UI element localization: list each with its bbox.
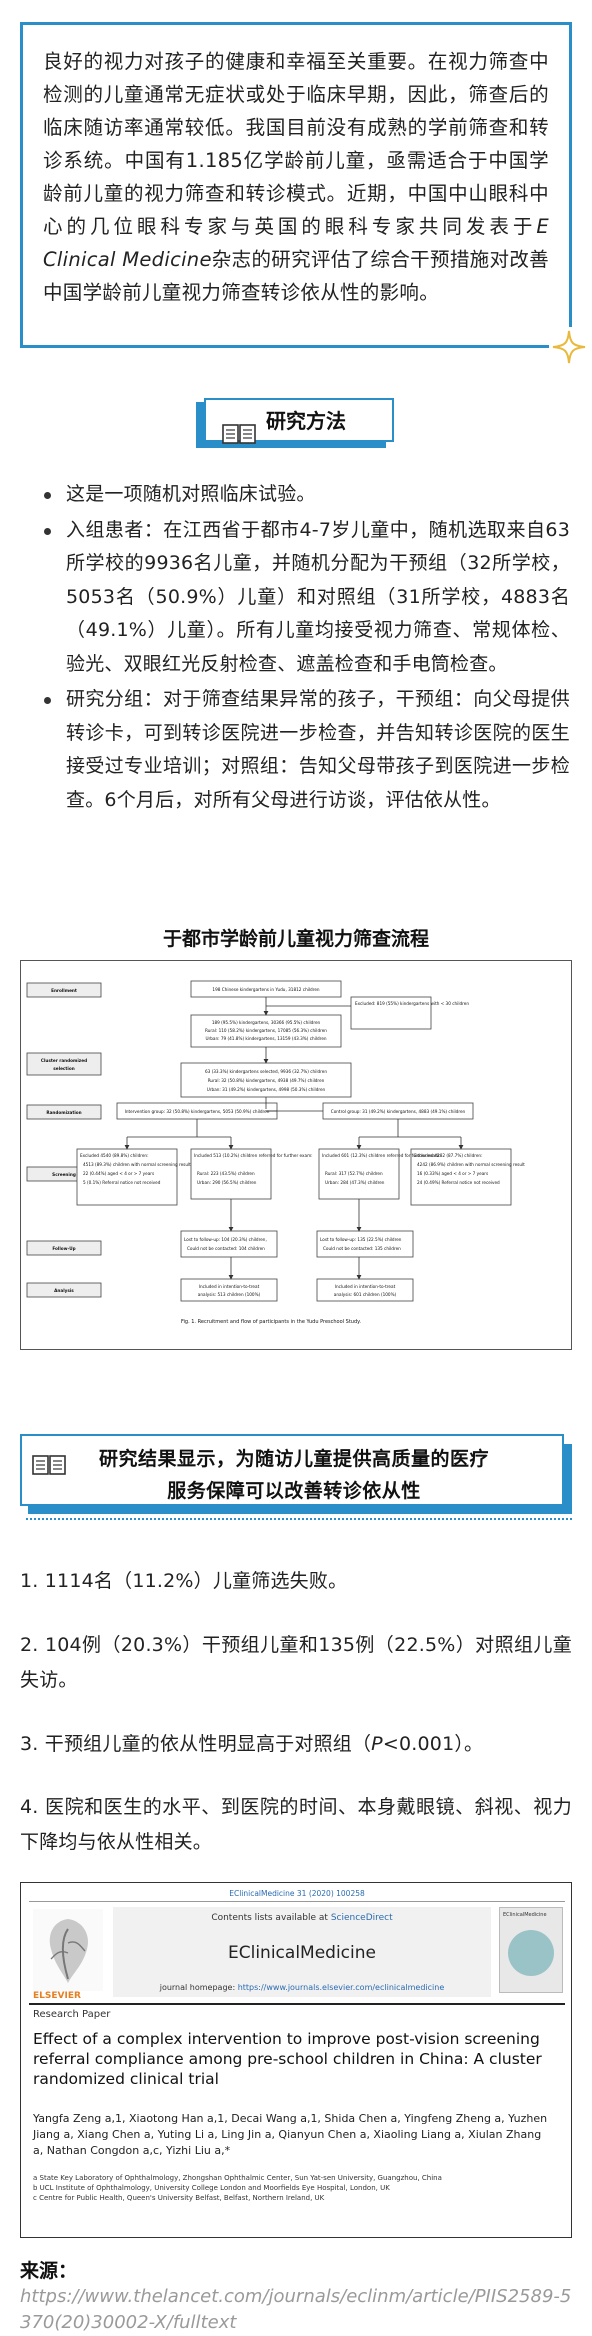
section-title-line: 研究结果显示，为随访儿童提供高质量的医疗 bbox=[98, 1448, 489, 1470]
svg-text:Rural: 110 (58.2%) kindergarte: Rural: 110 (58.2%) kindergartens, 17085 … bbox=[205, 1028, 327, 1033]
book-icon bbox=[32, 1455, 66, 1475]
stage-label: Enrollment bbox=[51, 988, 77, 993]
journal-cover: EClinicalMedicine bbox=[499, 1907, 563, 1993]
svg-text:Rural: 317 (52.7%) children: Rural: 317 (52.7%) children bbox=[325, 1171, 383, 1176]
result-3: 3. 干预组儿童的依从性明显高于对照组（P<0.001）。 bbox=[20, 1733, 484, 1755]
stage-label: selection bbox=[53, 1066, 74, 1071]
stage-label: Randomization bbox=[46, 1110, 81, 1115]
figure-note: Fig. 1. Recruitment and flow of particip… bbox=[181, 1319, 361, 1325]
svg-text:4513 (89.3%) children with nor: 4513 (89.3%) children with normal screen… bbox=[83, 1162, 191, 1167]
journal-name: E Clinical Medicine bbox=[43, 215, 549, 271]
svg-text:Lost to follow-up: 135 (22.5%): Lost to follow-up: 135 (22.5%) children bbox=[320, 1237, 402, 1242]
methods-list: 这是一项随机对照临床试验。 入组患者：在江西省于都市4-7岁儿童中，随机选取来自… bbox=[40, 478, 570, 817]
paper-title: Effect of a complex intervention to impr… bbox=[33, 2030, 542, 2088]
paper-affiliations: a State Key Laboratory of Ophthalmology,… bbox=[33, 2174, 442, 2202]
intro-box: 良好的视力对孩子的健康和幸福至关重要。在视力筛查中检测的儿童通常无症状或处于临床… bbox=[20, 22, 589, 367]
book-icon bbox=[222, 424, 256, 444]
flowchart: Enrollment Cluster randomized selection … bbox=[26, 980, 525, 1325]
list-item: 研究分组：对于筛查结果异常的孩子，干预组：向父母提供转诊卡，可到转诊医院进一步检… bbox=[40, 683, 570, 817]
publisher-name: ELSEVIER bbox=[33, 1991, 81, 2001]
stage-label: Cluster randomized bbox=[41, 1058, 87, 1063]
svg-text:4242 (86.9%) children with nor: 4242 (86.9%) children with normal screen… bbox=[417, 1162, 525, 1167]
svg-text:Could not be contacted: 135 ch: Could not be contacted: 135 children bbox=[323, 1246, 401, 1251]
sparkle-icon bbox=[549, 327, 589, 367]
result-2: 2. 104例（20.3%）干预组儿童和135例（22.5%）对照组儿童失访。 bbox=[20, 1634, 572, 1691]
stage-label: Follow-Up bbox=[52, 1246, 75, 1251]
intro-text: 良好的视力对孩子的健康和幸福至关重要。在视力筛查中检测的儿童通常无症状或处于临床… bbox=[43, 50, 549, 304]
svg-text:63 (33.3%) kindergartens selec: 63 (33.3%) kindergartens selected, 9936 … bbox=[205, 1069, 327, 1074]
paper-doi: EClinicalMedicine 31 (2020) 100258 bbox=[229, 1889, 365, 1898]
svg-text:Included in intention-to-treat: Included in intention-to-treat bbox=[199, 1284, 260, 1289]
svg-text:Urban: 31 (49.2%) kindergarten: Urban: 31 (49.2%) kindergartens, 4998 (5… bbox=[207, 1087, 326, 1092]
svg-text:Urban: 79 (41.8%) kindergarten: Urban: 79 (41.8%) kindergartens, 13159 (… bbox=[205, 1036, 326, 1041]
section-title-line: 服务保障可以改善转诊依从性 bbox=[167, 1480, 421, 1502]
list-item: 这是一项随机对照临床试验。 bbox=[40, 478, 570, 512]
svg-text:Could not be contacted: 104 ch: Could not be contacted: 104 children bbox=[187, 1246, 265, 1251]
svg-text:Included in intention-to-treat: Included in intention-to-treat bbox=[335, 1284, 396, 1289]
flowchart-image: Enrollment Cluster randomized selection … bbox=[20, 960, 572, 1350]
journal-title: EClinicalMedicine bbox=[228, 1943, 376, 1963]
svg-text:Included 513 (10.2%) children: Included 513 (10.2%) children referred f… bbox=[194, 1153, 313, 1158]
svg-text:Urban: 284 (47.3%) children: Urban: 284 (47.3%) children bbox=[325, 1180, 385, 1185]
source-label: 来源： bbox=[20, 2260, 78, 2282]
svg-text:189 (95.5%) kindergartens, 303: 189 (95.5%) kindergartens, 30366 (95.5%)… bbox=[212, 1020, 321, 1025]
svg-text:Lost to follow-up: 104 (20.3%): Lost to follow-up: 104 (20.3%) children, bbox=[184, 1237, 267, 1242]
svg-text:Excluded 4540 (89.8%) children: Excluded 4540 (89.8%) children: bbox=[80, 1153, 149, 1158]
section-title: 研究方法 bbox=[266, 409, 346, 433]
svg-text:5 (0.1%) Referral notice not r: 5 (0.1%) Referral notice not received bbox=[83, 1180, 161, 1185]
stage-label: Screening bbox=[52, 1172, 76, 1177]
svg-text:Intervention group: 32 (50.8%): Intervention group: 32 (50.8%) kindergar… bbox=[125, 1109, 270, 1114]
section-header-results: 研究结果显示，为随访儿童提供高质量的医疗 服务保障可以改善转诊依从性 bbox=[20, 1434, 572, 1524]
svg-text:Included 601 (12.3%) children: Included 601 (12.3%) children referred f… bbox=[322, 1153, 441, 1158]
svg-text:22 (0.44%) aged < 4 or > 7 yea: 22 (0.44%) aged < 4 or > 7 years bbox=[83, 1171, 154, 1176]
svg-text:24 (0.49%) Referral notice not: 24 (0.49%) Referral notice not received bbox=[417, 1180, 500, 1185]
stage-label: Analysis bbox=[54, 1288, 74, 1293]
source-url[interactable]: https://www.thelancet.com/journals/eclin… bbox=[20, 2286, 572, 2333]
svg-text:Urban: 290 (56.5%) children: Urban: 290 (56.5%) children bbox=[197, 1180, 257, 1185]
svg-text:Excluded 4282 (87.7%) children: Excluded 4282 (87.7%) children: bbox=[414, 1153, 483, 1158]
list-item: 入组患者：在江西省于都市4-7岁儿童中，随机选取来自63所学校的9936名儿童，… bbox=[40, 514, 570, 682]
paper-authors: Yangfa Zeng a,1, Xiaotong Han a,1, Decai… bbox=[33, 2112, 548, 2157]
result-4: 4. 医院和医生的水平、到医院的时间、本身戴眼镜、斜视、视力下降均与依从性相关。 bbox=[20, 1796, 572, 1853]
svg-text:analysis: 513 children (100%): analysis: 513 children (100%) bbox=[198, 1292, 261, 1297]
journal-banner: Contents lists available at ScienceDirec… bbox=[113, 1907, 491, 1997]
svg-text:Rural: 223 (43.5%) children: Rural: 223 (43.5%) children bbox=[197, 1171, 255, 1176]
section-header-methods: 研究方法 bbox=[196, 398, 394, 448]
svg-text:16 (0.33%) aged < 4 or > 7 yea: 16 (0.33%) aged < 4 or > 7 years bbox=[417, 1171, 488, 1176]
svg-text:Excluded: 819 (55%) kindergart: Excluded: 819 (55%) kindergartens with <… bbox=[355, 1001, 469, 1006]
journal-homepage-link[interactable]: https://www.journals.elsevier.com/eclini… bbox=[237, 1983, 445, 1992]
paper-header-image: EClinicalMedicine 31 (2020) 100258 ELSEV… bbox=[20, 1882, 572, 2238]
elsevier-logo-icon bbox=[33, 1909, 103, 1991]
article-type: Research Paper bbox=[33, 2009, 111, 2020]
figure-caption: 于都市学龄前儿童视力筛查流程 bbox=[162, 928, 429, 950]
dotted-divider bbox=[26, 1518, 572, 1520]
svg-text:198 Chinese kindergartens in Y: 198 Chinese kindergartens in Yudu, 31812… bbox=[212, 987, 319, 992]
svg-text:analysis: 601 children (100%): analysis: 601 children (100%) bbox=[334, 1292, 397, 1297]
svg-text:Rural: 32 (50.8%) kindergarten: Rural: 32 (50.8%) kindergartens, 4938 (4… bbox=[208, 1078, 325, 1083]
svg-text:Control group: 31 (49.2%) kind: Control group: 31 (49.2%) kindergartens,… bbox=[331, 1109, 466, 1114]
result-1: 1. 1114名（11.2%）儿童筛选失败。 bbox=[20, 1570, 348, 1592]
